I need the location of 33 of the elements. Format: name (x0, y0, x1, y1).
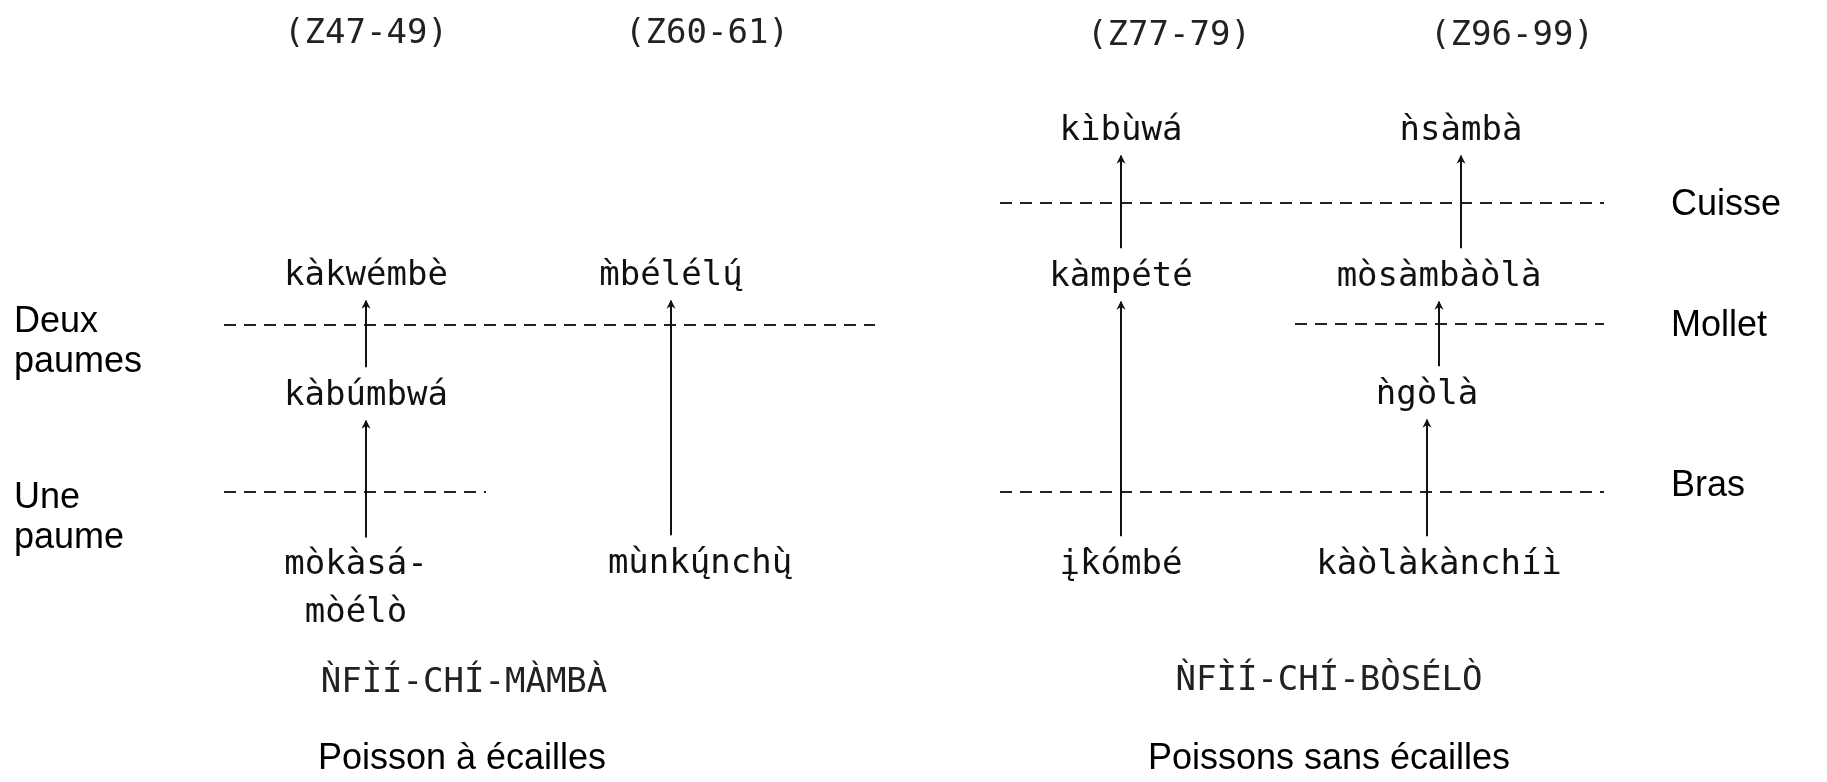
word-text: mùnkų́nchų̀ (607, 537, 793, 587)
word-text: m̀bélélų́ (599, 249, 743, 299)
level-label: Une paume (14, 476, 126, 556)
word-text: ǹsàmbà (1399, 104, 1523, 154)
arrow (1456, 154, 1466, 250)
reference-code: (Z47-49) (284, 11, 448, 51)
arrow (1116, 300, 1126, 538)
arrow (1422, 418, 1432, 538)
level-label: Mollet (1671, 304, 1768, 344)
arrow (1116, 154, 1126, 250)
level-label: Bras (1671, 464, 1746, 504)
reference-code: (Z96-99) (1430, 13, 1594, 53)
level-label: Cuisse (1671, 183, 1782, 223)
arrow (361, 299, 371, 369)
word-text: ǹgòlà (1375, 368, 1479, 418)
word-text: mòkàsá- mòélò (251, 539, 461, 635)
word-text: mòsàmbàòlà (1336, 250, 1542, 300)
word-text: kìbùwá (1059, 104, 1183, 154)
level-label: Deux paumes (14, 300, 144, 380)
group-name: ǸFÌÍ-CHÍ-BÒSÉLÒ (1175, 658, 1483, 698)
group-caption: Poisson à écailles (317, 737, 607, 777)
word-text: į̀kómbé (1059, 538, 1183, 588)
word-text: kàkwémbè (284, 249, 448, 299)
arrow (666, 299, 676, 537)
word-text: kàòlàkànchíì (1316, 538, 1562, 588)
word-text: kàmpété (1049, 250, 1193, 300)
arrow (361, 419, 371, 539)
reference-code: (Z60-61) (625, 11, 789, 51)
reference-code: (Z77-79) (1087, 13, 1251, 53)
word-text: kàbúmbwá (284, 369, 448, 419)
group-caption: Poissons sans écailles (1147, 737, 1511, 777)
group-name: ǸFÌÍ-CHÍ-MÀMBÀ (320, 660, 608, 700)
arrow (1434, 300, 1444, 368)
